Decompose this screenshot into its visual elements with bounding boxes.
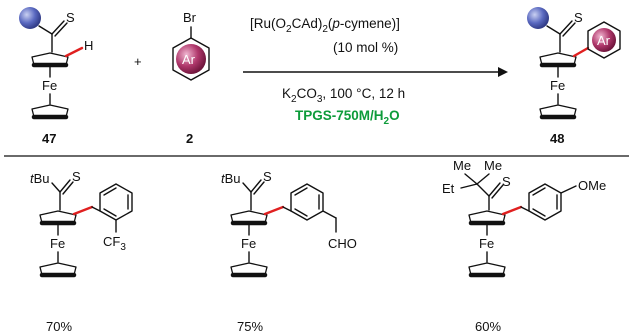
- new-cc-bond: [572, 46, 590, 58]
- sulfur-atom: S: [66, 10, 75, 25]
- aldehyde-group: CHO: [328, 236, 357, 251]
- aryl-ball: [592, 28, 616, 52]
- cyclopentadienyl-ring: [469, 211, 505, 223]
- cyclopentadienyl-ring: [469, 263, 505, 275]
- cyclopentadienyl-ring: [32, 53, 68, 65]
- aryl-label: Ar: [182, 52, 196, 67]
- benzene-ring: [99, 183, 133, 221]
- solvent-label: TPGS-750M/H2O: [295, 108, 400, 127]
- aryl-label: Ar: [597, 33, 611, 48]
- trifluoromethyl-group: CF3: [103, 234, 126, 253]
- benzene-ring: [587, 21, 621, 59]
- iron-atom: Fe: [550, 78, 565, 93]
- catalyst-label: [Ru(O2CAd)2(p-cymene)]: [250, 16, 400, 35]
- new-cc-bond: [501, 205, 523, 216]
- reaction-arrow: [243, 67, 508, 77]
- yield-label: 70%: [46, 319, 72, 334]
- iron-atom: Fe: [50, 236, 65, 251]
- sulfur-atom: S: [263, 169, 272, 184]
- aryl-ball: [176, 44, 206, 74]
- cyclopentadienyl-ring: [540, 105, 576, 117]
- cyclopentadienyl-ring: [40, 263, 76, 275]
- iron-atom: Fe: [241, 236, 256, 251]
- plus-sign: +: [134, 54, 142, 69]
- catalyst-loading: (10 mol %): [333, 40, 398, 55]
- example-1-cf3: tBu S CF3 Fe 70%: [30, 169, 133, 334]
- ch-bond: [64, 46, 84, 58]
- iron-atom: Fe: [42, 78, 57, 93]
- cyclopentadienyl-ring: [231, 263, 267, 275]
- new-cc-bond: [263, 205, 285, 216]
- tert-butyl-label: tBu: [30, 171, 50, 186]
- ferrocene-thioketone-47: S H Fe 47: [19, 7, 93, 146]
- aryl-bromide-2: Br Ar 2: [172, 10, 210, 146]
- substituent-ball: [527, 7, 549, 29]
- example-3-ome: Me Me Et S OMe Fe 60%: [442, 158, 606, 334]
- ethyl-label: Et: [442, 181, 455, 196]
- example-2-cho: tBu S CHO Fe 75%: [221, 169, 357, 334]
- yield-label: 75%: [237, 319, 263, 334]
- sulfur-atom: S: [502, 174, 511, 189]
- arylated-ferrocene-48: S Ar Fe 48: [527, 7, 621, 146]
- tert-butyl-label: tBu: [221, 171, 241, 186]
- compound-number-2: 2: [186, 131, 193, 146]
- hydrogen-atom: H: [84, 38, 93, 53]
- cyclopentadienyl-ring: [231, 211, 267, 223]
- sulfur-atom: S: [574, 10, 583, 25]
- benzene-ring: [290, 183, 324, 221]
- yield-label: 60%: [475, 319, 501, 334]
- benzene-ring: [528, 183, 562, 221]
- cyclopentadienyl-ring: [40, 211, 76, 223]
- benzene-ring: [172, 37, 210, 81]
- compound-number-48: 48: [550, 131, 564, 146]
- methoxy-group: OMe: [578, 178, 606, 193]
- iron-atom: Fe: [479, 236, 494, 251]
- compound-number-47: 47: [42, 131, 56, 146]
- new-cc-bond: [72, 205, 94, 216]
- cyclopentadienyl-ring: [540, 53, 576, 65]
- bromine-atom: Br: [183, 10, 197, 25]
- substituent-ball: [19, 7, 41, 29]
- sulfur-atom: S: [72, 169, 81, 184]
- methyl-label-2: Me: [484, 158, 502, 173]
- cyclopentadienyl-ring: [32, 105, 68, 117]
- base-temp-time: K2CO3, 100 °C, 12 h: [282, 86, 405, 105]
- methyl-label-1: Me: [453, 158, 471, 173]
